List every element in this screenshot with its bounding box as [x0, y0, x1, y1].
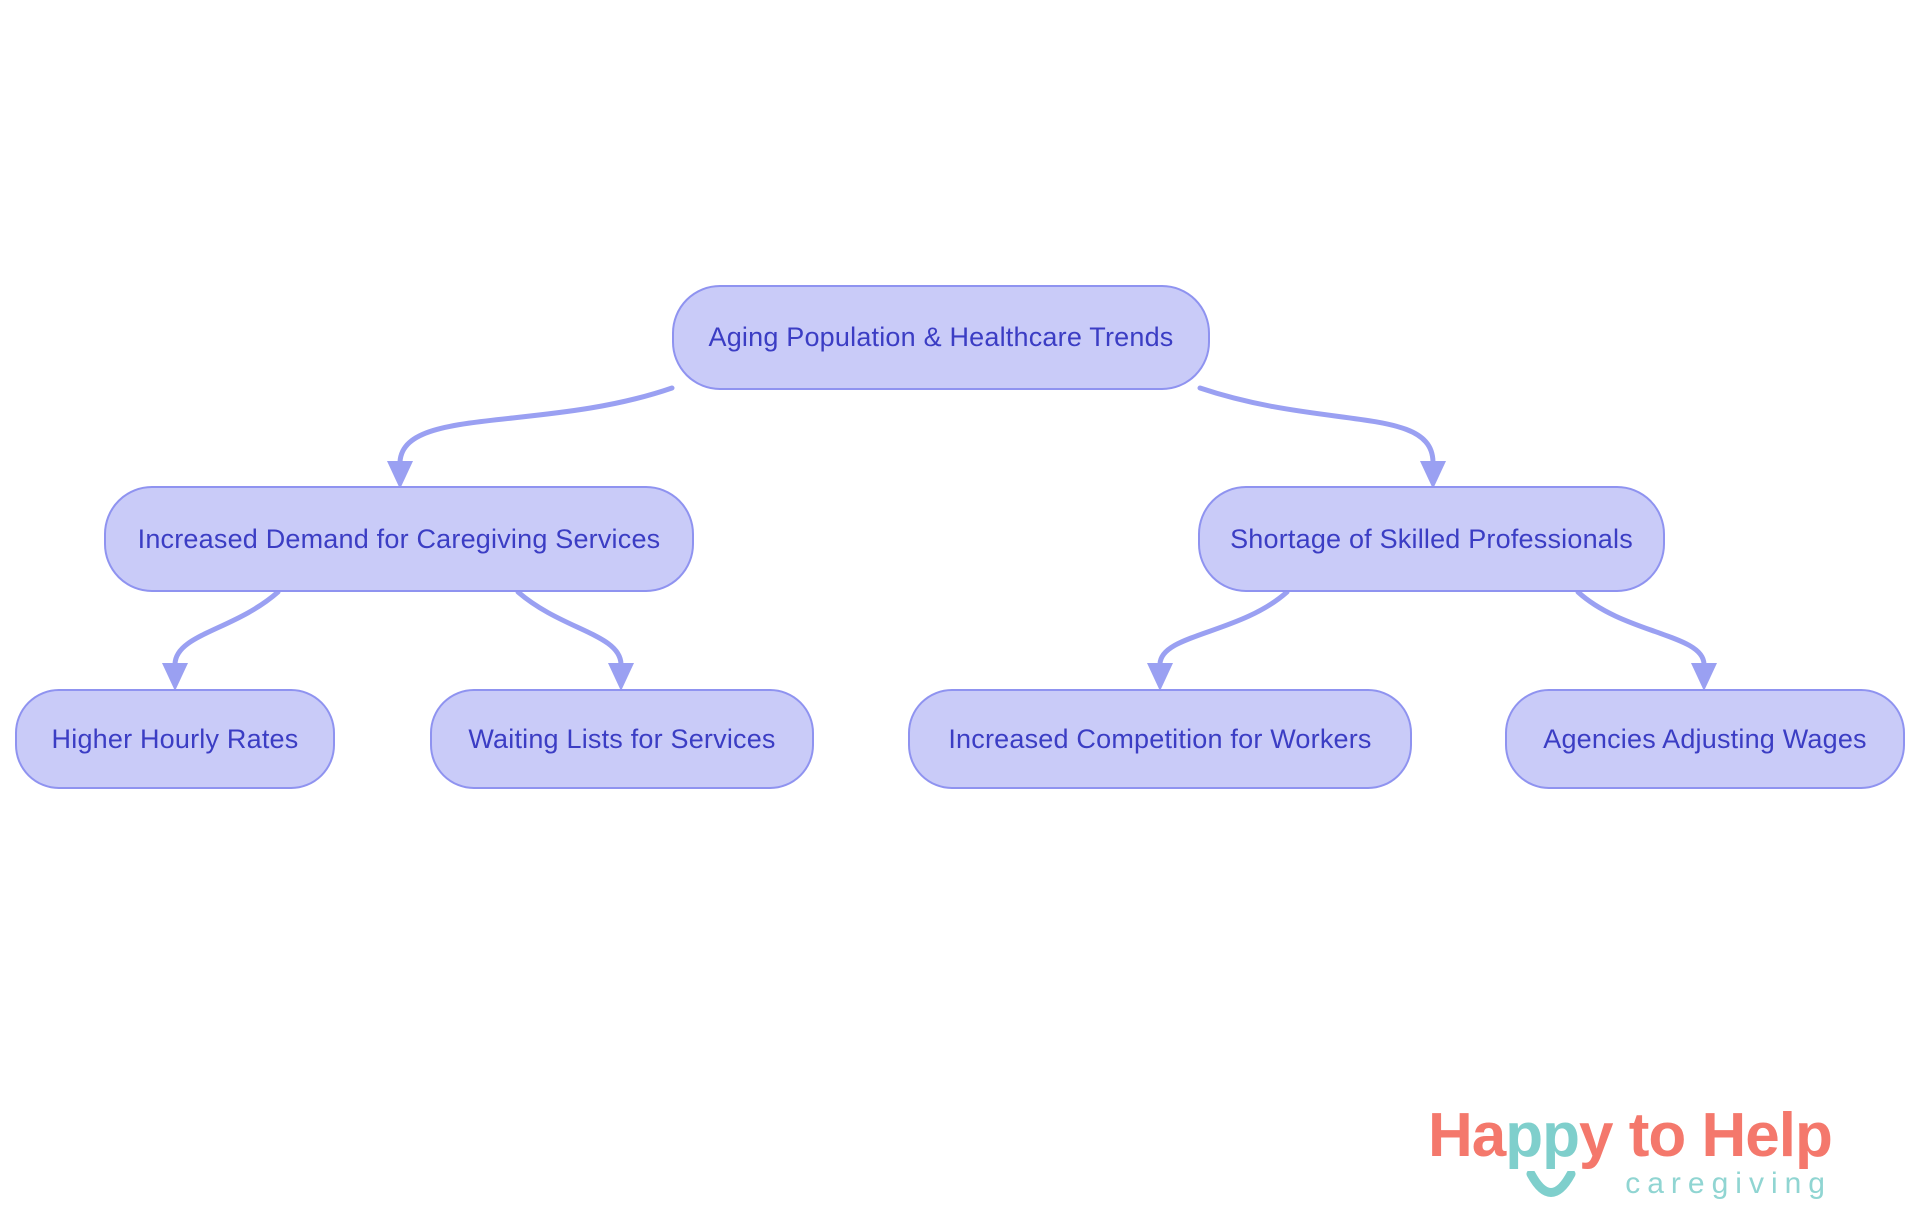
edge-demand-to-rates [172, 589, 281, 667]
node-label: Shortage of Skilled Professionals [1230, 523, 1633, 554]
edge-root-to-shortage [1197, 385, 1436, 465]
smile-icon [1526, 1171, 1576, 1197]
logo-text-pp: pp [1505, 1101, 1580, 1170]
arrowhead-shortage [1420, 461, 1446, 489]
edge-shortage-to-competition [1157, 589, 1290, 667]
node-aging-population-healthcare-trends: Aging Population & Healthcare Trends [672, 285, 1210, 390]
edge-shortage-to-wages [1575, 589, 1707, 667]
arrowhead-demand [387, 461, 413, 489]
arrowhead-rates [162, 663, 188, 691]
node-label: Agencies Adjusting Wages [1543, 723, 1867, 754]
logo-text-ha: Ha [1428, 1101, 1506, 1170]
node-shortage-skilled-professionals: Shortage of Skilled Professionals [1198, 486, 1665, 592]
edge-demand-to-waiting [515, 589, 624, 667]
node-label: Higher Hourly Rates [51, 723, 299, 754]
logo-wordmark: Happy to Help [1428, 1105, 1833, 1167]
arrowhead-waiting [608, 663, 634, 691]
node-label: Waiting Lists for Services [468, 723, 776, 754]
node-label: Increased Competition for Workers [948, 723, 1372, 754]
logo-text-y-to-help: y to Help [1579, 1101, 1833, 1170]
logo-subtitle: caregiving [1625, 1167, 1832, 1200]
node-waiting-lists-services: Waiting Lists for Services [430, 689, 814, 789]
node-label: Increased Demand for Caregiving Services [137, 523, 661, 554]
arrowhead-wages [1691, 663, 1717, 691]
node-higher-hourly-rates: Higher Hourly Rates [15, 689, 335, 789]
happy-to-help-logo: Happy to Help caregiving [1424, 1105, 1884, 1213]
arrowhead-competition [1147, 663, 1173, 691]
node-increased-competition-workers: Increased Competition for Workers [908, 689, 1412, 789]
edge-root-to-demand [397, 385, 675, 465]
node-agencies-adjusting-wages: Agencies Adjusting Wages [1505, 689, 1905, 789]
node-label: Aging Population & Healthcare Trends [708, 322, 1174, 352]
node-increased-demand-caregiving-services: Increased Demand for Caregiving Services [104, 486, 694, 592]
